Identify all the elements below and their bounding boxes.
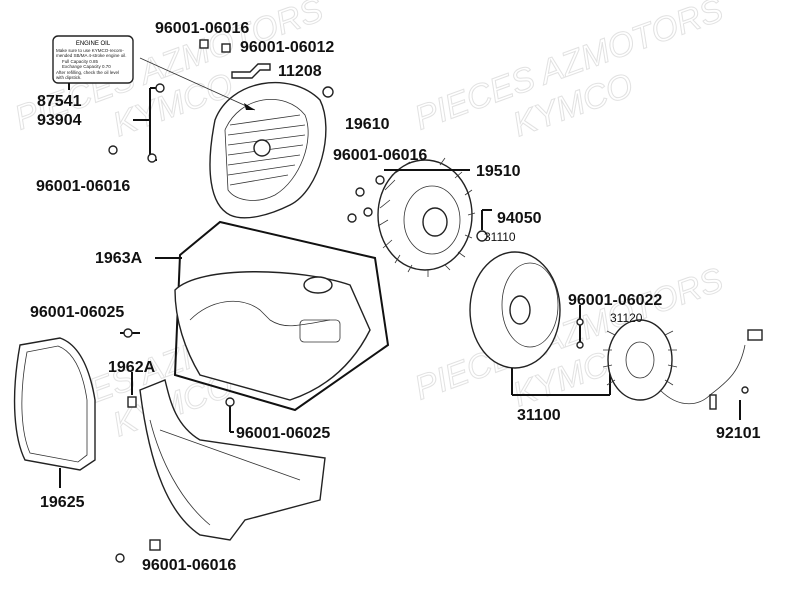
gasket-part — [13, 337, 96, 488]
svg-text:with dipstick.: with dipstick. — [56, 75, 82, 80]
callout-19625: 19625 — [40, 494, 85, 511]
callout-96001-06016: 96001-06016 — [155, 20, 249, 37]
bolt-part — [108, 83, 165, 163]
bolt-part — [221, 43, 231, 53]
svg-text:Full Capacity 0.85: Full Capacity 0.85 — [62, 59, 99, 64]
svg-text:Make sure to use KYMCO-recom-: Make sure to use KYMCO-recom- — [56, 48, 124, 53]
callout-96001-06012: 96001-06012 — [240, 39, 334, 56]
callout-31120: 31120 — [610, 311, 643, 325]
rotor-part — [469, 209, 611, 396]
callouts: 96001-06016 96001-06012 11208 87541 9390… — [30, 20, 761, 574]
callout-96001-06016: 96001-06016 — [333, 147, 427, 164]
callout-19510: 19510 — [476, 163, 521, 180]
lower-shroud-part — [115, 372, 326, 563]
svg-text:Exchange Capacity 0.70: Exchange Capacity 0.70 — [62, 64, 111, 69]
svg-text:ENGINE OIL: ENGINE OIL — [76, 41, 111, 47]
callout-93904: 93904 — [37, 112, 82, 129]
callout-92101: 92101 — [716, 425, 761, 442]
callout-87541: 87541 — [37, 93, 82, 110]
callout-96001-06025: 96001-06025 — [30, 304, 124, 321]
callout-31110: 31110 — [484, 230, 516, 244]
callout-96001-06016: 96001-06016 — [36, 178, 130, 195]
svg-text:After refilling, check the oil: After refilling, check the oil level — [56, 70, 119, 75]
engine-oil-label-part: ENGINE OIL Make sure to use KYMCO-recom-… — [52, 35, 134, 90]
callout-96001-06025: 96001-06025 — [236, 425, 330, 442]
callout-31100: 31100 — [517, 407, 561, 424]
callout-19610: 19610 — [345, 116, 390, 133]
cooling-fan-part — [347, 157, 476, 277]
callout-1962A: 1962A — [108, 359, 156, 376]
svg-text:mended SB/MA 4-stroke engine o: mended SB/MA 4-stroke engine oil. — [56, 53, 127, 58]
bracket-part — [231, 63, 271, 79]
callout-96001-06016: 96001-06016 — [142, 557, 236, 574]
stator-part — [576, 305, 763, 420]
callout-11208: 11208 — [278, 63, 322, 80]
callout-96001-06022: 96001-06022 — [568, 292, 662, 309]
upper-shroud-part — [155, 220, 390, 412]
bolt-part — [199, 39, 209, 49]
callout-94050: 94050 — [497, 210, 542, 227]
fan-cover-part — [139, 57, 334, 219]
callout-1963A: 1963A — [95, 250, 143, 267]
